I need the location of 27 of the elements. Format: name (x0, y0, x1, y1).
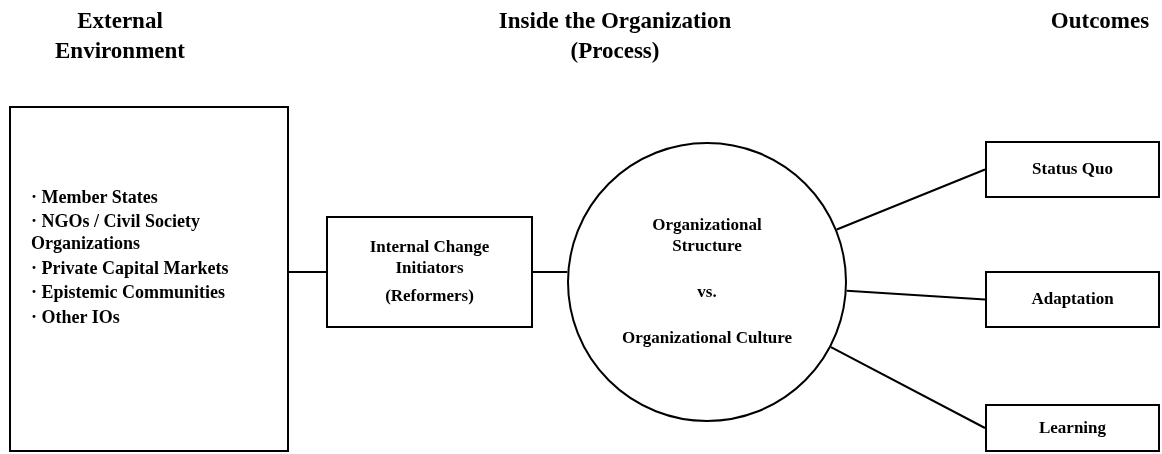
node-text: Learning (1038, 417, 1107, 439)
list-item: · Private Capital Markets (31, 257, 229, 280)
column-heading: Outcomes (1049, 7, 1151, 35)
list-item: · Epistemic Communities (31, 282, 225, 304)
node-text: Status Quo (1032, 159, 1113, 180)
list-item: · Member States (31, 186, 158, 209)
connector-line (835, 168, 986, 231)
connector-line (845, 289, 986, 301)
node-text: Internal Change Initiators (368, 237, 491, 279)
list-item: · Other IOs (31, 306, 120, 329)
connector-line (829, 346, 986, 429)
process-box (9, 106, 289, 452)
node-text: Organizational Culture (621, 328, 793, 349)
process-box (985, 271, 1160, 328)
column-heading: Inside the Organization (Process) (497, 7, 733, 65)
process-box (985, 404, 1160, 452)
column-heading: External Environment (54, 7, 186, 65)
node-text: (Reformers) (385, 286, 474, 307)
process-circle (567, 142, 847, 422)
process-box (326, 216, 533, 328)
versus-text: vs. (697, 282, 717, 303)
node-text: Adaptation (1031, 289, 1114, 310)
list-item: · NGOs / Civil Society Organizations (31, 211, 201, 255)
node-text: Organizational Structure (651, 215, 763, 256)
connector-line (532, 271, 569, 273)
connector-line (288, 271, 327, 273)
process-box (985, 141, 1160, 198)
